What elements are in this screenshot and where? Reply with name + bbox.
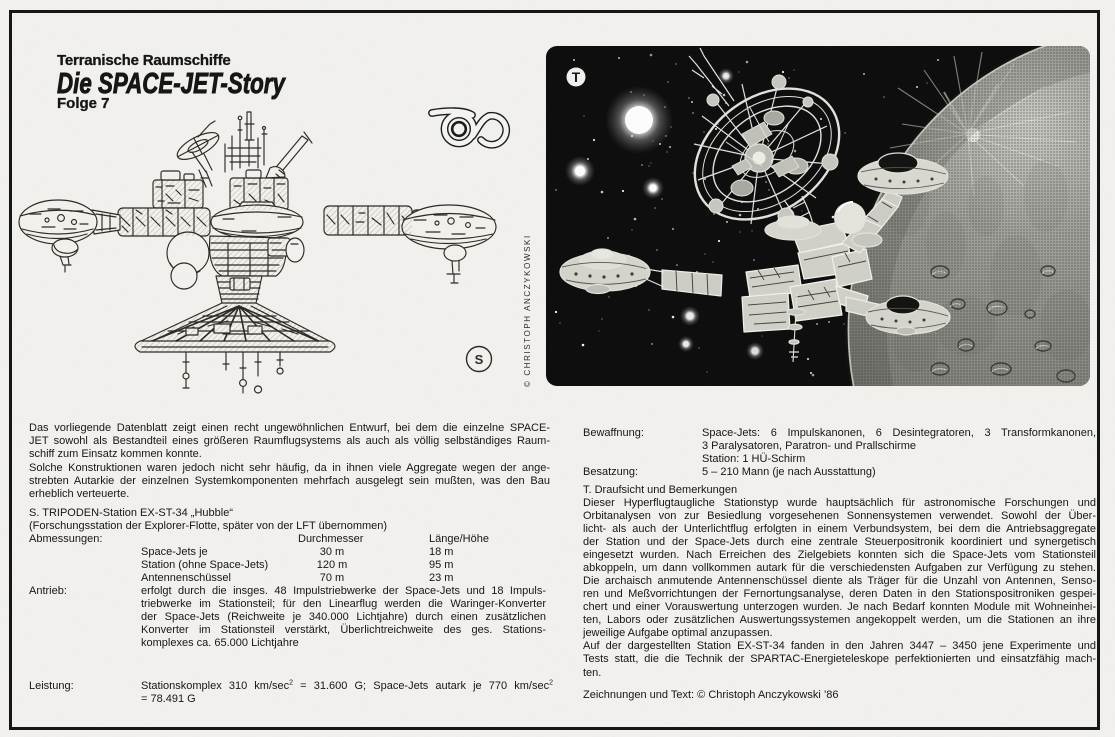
svg-text:T: T xyxy=(572,70,581,85)
svg-text:S: S xyxy=(475,352,484,367)
